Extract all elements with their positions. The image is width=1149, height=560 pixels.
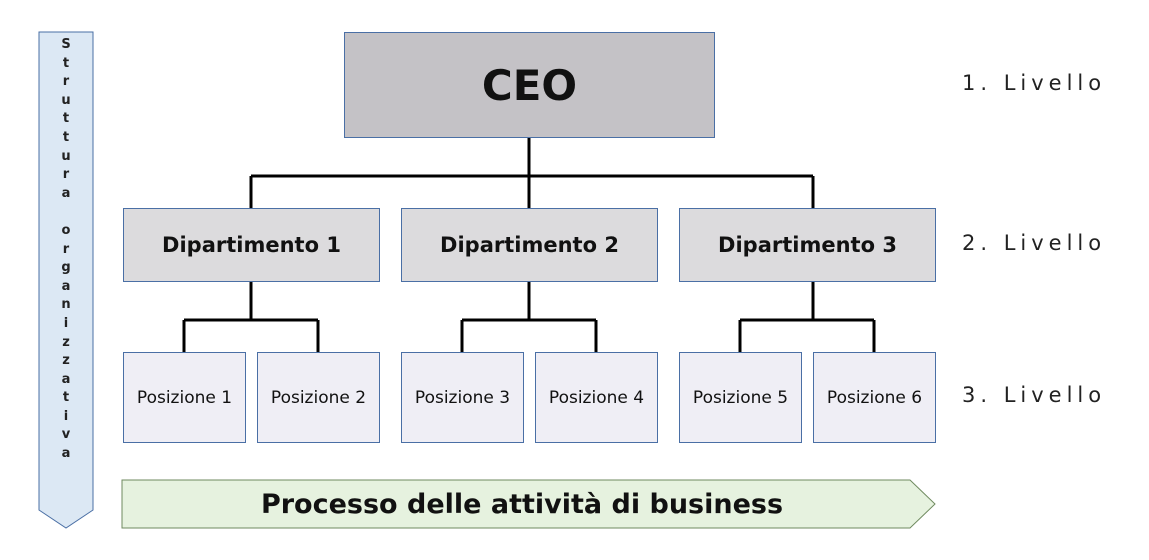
side-label-char: u xyxy=(61,148,71,164)
level-label-3: 3. Livello xyxy=(962,383,1107,407)
side-label-char: r xyxy=(62,74,70,90)
process-label: Processo delle attività di business xyxy=(260,488,784,520)
department-label: Dipartimento 3 xyxy=(718,233,897,257)
position-box-4: Posizione 4 xyxy=(535,352,658,443)
position-label: Posizione 5 xyxy=(692,387,789,408)
side-label-char: r xyxy=(62,241,70,257)
side-label-char: i xyxy=(63,408,69,424)
position-label: Posizione 1 xyxy=(136,387,233,408)
connector-lines xyxy=(182,138,876,352)
side-label-char: u xyxy=(61,92,71,108)
side-label-char: t xyxy=(62,129,70,145)
side-arrow-shape xyxy=(38,31,94,529)
side-label-char: o xyxy=(61,222,71,238)
side-label-char: z xyxy=(62,353,70,369)
side-label-char: r xyxy=(62,167,70,183)
side-label-char: a xyxy=(61,185,71,201)
side-label-char: t xyxy=(62,55,70,71)
department-box-1: Dipartimento 1 xyxy=(123,208,380,282)
position-label: Posizione 4 xyxy=(548,387,645,408)
position-box-3: Posizione 3 xyxy=(401,352,524,443)
department-label: Dipartimento 1 xyxy=(162,233,341,257)
position-box-1: Posizione 1 xyxy=(123,352,246,443)
department-box-3: Dipartimento 3 xyxy=(679,208,936,282)
position-label: Posizione 3 xyxy=(414,387,511,408)
side-label-char xyxy=(64,203,69,222)
position-label: Posizione 2 xyxy=(270,387,367,408)
side-label-char: a xyxy=(61,446,71,462)
level-label-1: 1. Livello xyxy=(962,71,1107,95)
ceo-box: CEO xyxy=(344,32,715,138)
process-arrow-shape xyxy=(121,479,936,529)
level-label-2: 2. Livello xyxy=(962,231,1107,255)
department-label: Dipartimento 2 xyxy=(440,233,619,257)
position-box-6: Posizione 6 xyxy=(813,352,936,443)
side-label-char: S xyxy=(61,37,71,52)
side-label-char: v xyxy=(61,427,71,443)
side-label-char: z xyxy=(62,334,70,350)
position-label: Posizione 6 xyxy=(826,387,923,408)
side-label-char: t xyxy=(62,390,70,406)
side-label-char: a xyxy=(61,371,71,387)
side-label-char: t xyxy=(62,111,70,127)
ceo-label: CEO xyxy=(481,60,578,110)
side-label-char: a xyxy=(61,278,71,294)
position-box-5: Posizione 5 xyxy=(679,352,802,443)
department-box-2: Dipartimento 2 xyxy=(401,208,658,282)
side-label-char: g xyxy=(61,260,71,276)
position-box-2: Posizione 2 xyxy=(257,352,380,443)
side-label-char: n xyxy=(61,297,71,313)
side-label-char: i xyxy=(63,315,69,331)
